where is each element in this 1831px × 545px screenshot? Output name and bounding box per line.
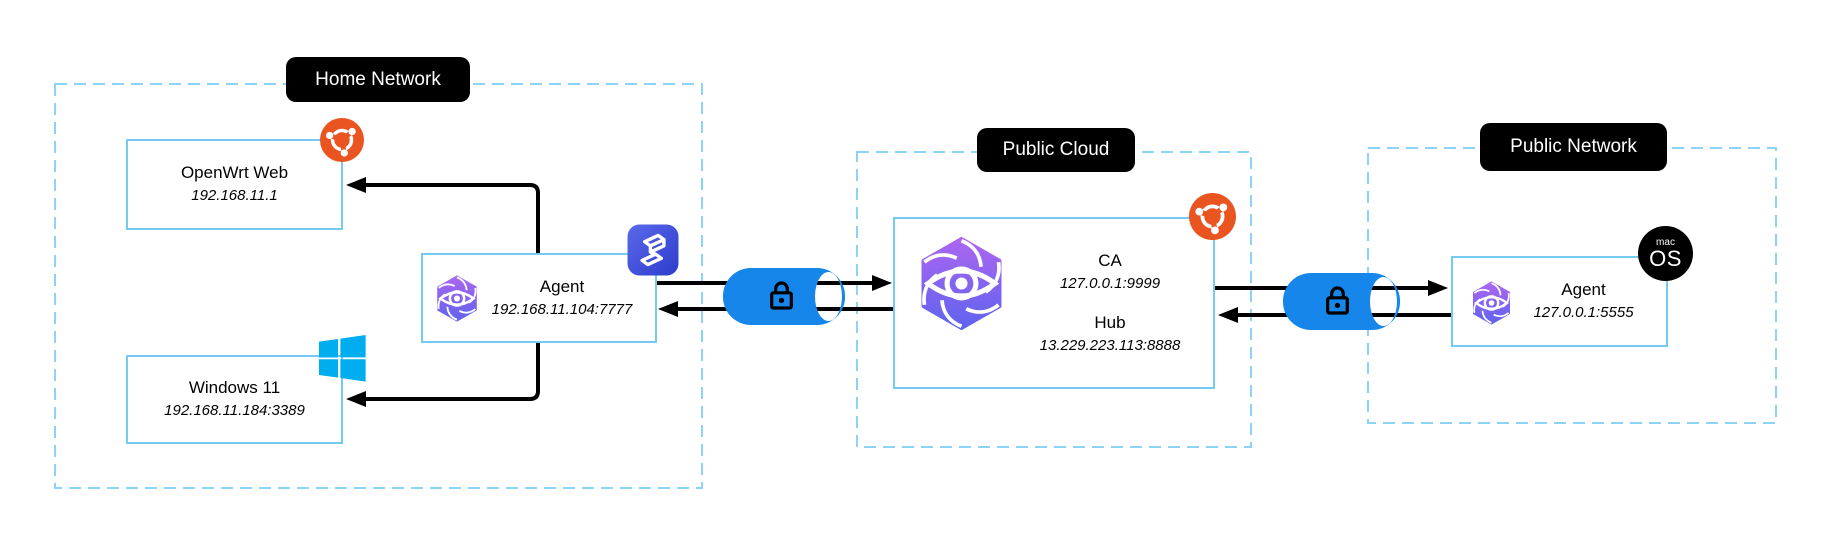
node-agent-public: Agent 127.0.0.1:5555 [1451, 256, 1668, 347]
hub-title: Hub [1094, 313, 1126, 332]
tunnel-line-segment [815, 307, 842, 311]
tunnel-opening [1370, 277, 1397, 326]
lock-icon [769, 279, 794, 312]
encrypted-tunnel-left [723, 268, 845, 325]
node-address: 192.168.11.1 [191, 187, 278, 205]
node-ca-hub: CA 127.0.0.1:9999 Hub 13.229.223.113:888… [893, 217, 1215, 389]
node-title: Windows 11 [188, 378, 281, 398]
tunnel-line-segment [1370, 313, 1397, 317]
eye-logo-icon [1470, 281, 1513, 325]
macos-icon: mac OS [1638, 226, 1693, 281]
arrowhead-left-agent [658, 301, 678, 317]
encrypted-tunnel-right [1283, 273, 1400, 330]
windows-icon [319, 334, 366, 383]
arrowhead-left-hub [1218, 307, 1238, 323]
public-network-group-label: Public Network [1480, 123, 1667, 171]
eye-logo-icon [434, 275, 480, 322]
ubuntu-icon [1189, 193, 1236, 240]
home-network-group-label: Home Network [286, 57, 470, 102]
arrowhead-right-hub [872, 275, 892, 291]
node-title: Agent [539, 276, 585, 296]
node-address: 127.0.0.1:5555 [1533, 304, 1634, 322]
arrow-agent-to-openwrt [352, 183, 540, 253]
tunnel-line-segment [815, 281, 842, 285]
tunnel-line-segment [1370, 286, 1397, 290]
ca-title: CA [1098, 250, 1122, 270]
arrow-agent-to-windows [352, 343, 540, 401]
macos-label-top: mac [1656, 237, 1675, 248]
ca-address: 127.0.0.1:9999 [1059, 274, 1161, 292]
node-openwrt-web: OpenWrt Web 192.168.11.1 [126, 139, 343, 230]
tunnel-opening [815, 272, 842, 321]
node-title: OpenWrt Web [180, 163, 289, 183]
eye-logo-icon [915, 235, 1008, 332]
node-address: 192.168.11.104:7777 [491, 300, 633, 318]
node-agent-home: Agent 192.168.11.104:7777 [421, 253, 657, 343]
node-windows-11: Windows 11 192.168.11.184:3389 [126, 355, 343, 444]
public-cloud-group-label: Public Cloud [977, 128, 1135, 172]
node-title: Agent [1561, 280, 1606, 300]
arrowhead-right-agent2 [1428, 280, 1448, 296]
lock-icon [1325, 284, 1350, 317]
hub-address: 13.229.223.113:8888 [1039, 336, 1181, 354]
ubuntu-icon [320, 118, 364, 162]
arrowhead-left-openwrt [346, 177, 366, 193]
node-address: 192.168.11.184:3389 [164, 402, 305, 420]
macos-label-bottom: OS [1649, 246, 1682, 271]
arrowhead-left-windows [346, 391, 366, 407]
tunnel-app-icon [627, 223, 679, 277]
